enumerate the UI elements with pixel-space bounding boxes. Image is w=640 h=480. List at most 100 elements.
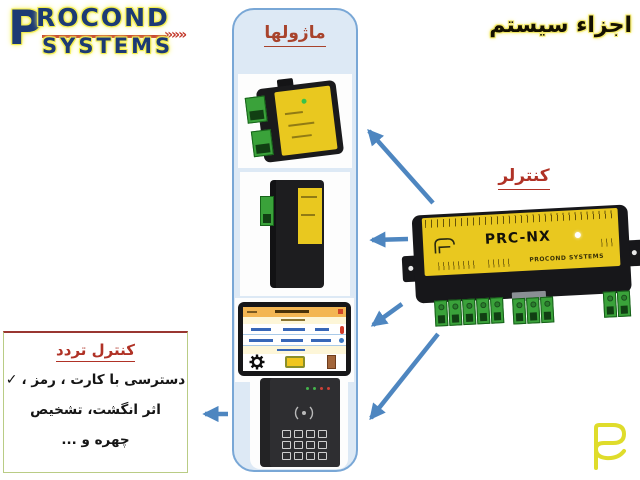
logo-arrow-line [42, 35, 166, 38]
board-print [301, 214, 315, 216]
terminal-group [512, 296, 555, 325]
table-row [243, 324, 346, 335]
keypad-key [318, 452, 327, 460]
subheader-text [281, 319, 305, 321]
status-leds [292, 387, 362, 390]
rfid-icon [294, 406, 314, 420]
controller-model: PRC-NX [484, 228, 552, 248]
controller-photo: PRC-NX PROCOND SYSTEMS [401, 190, 640, 328]
red-led [327, 387, 330, 390]
keypad-key [282, 441, 291, 449]
modules-panel: ماژولها [232, 8, 358, 472]
keypad-key [318, 441, 327, 449]
access-text: دسترسی با کارت ، رمز ، [21, 372, 186, 388]
keypad-key [294, 430, 303, 438]
keypad-key [294, 452, 303, 460]
terminal-group [434, 297, 505, 327]
door-icon [327, 355, 336, 369]
terminal-block [462, 298, 477, 326]
keypad-key [282, 452, 291, 460]
access-text: اثر انگشت، تشخیص [30, 402, 161, 418]
cell-text [249, 339, 273, 342]
procond-r-mark [593, 423, 627, 470]
terminal-group [602, 290, 632, 318]
terminal-block [616, 290, 632, 318]
logo-arrow-chevrons: »»» [164, 27, 187, 43]
access-text: چهره و ... [61, 432, 130, 448]
keypad-reader-photo [250, 376, 348, 469]
software-toolbar [243, 354, 346, 371]
port-labels [438, 260, 477, 271]
close-icon [338, 309, 343, 314]
relay-module-photo [240, 172, 350, 296]
terminal-block [602, 291, 618, 318]
thermometer-icon [340, 326, 344, 334]
connector-arrow-to-io-module [367, 128, 435, 205]
board-print [301, 196, 317, 198]
gear-icon [249, 354, 265, 370]
connector-arrow-to-software [370, 302, 404, 327]
module-board [274, 85, 338, 156]
access-control-box: کنترل تردد ✓ دسترسی با کارت ، رمز ، اثر … [3, 331, 188, 473]
card-icon [285, 356, 305, 368]
port-labels [601, 238, 616, 247]
terminal-block [434, 299, 449, 327]
din-io-module-photo [238, 74, 352, 168]
terminal-block [250, 129, 274, 158]
keypad-key [306, 452, 315, 460]
titlebar-text [275, 310, 309, 313]
terminal-block [476, 297, 491, 325]
controller-label: کنترلر [482, 166, 566, 190]
controller-top-panel: PRC-NX PROCOND SYSTEMS [421, 207, 621, 277]
table-footer-row [243, 346, 346, 354]
access-line-3: چهره و ... [4, 432, 187, 448]
terminal-block [526, 297, 541, 324]
cell-text [311, 339, 331, 342]
software-subheader [243, 317, 346, 324]
keypad-key [294, 441, 303, 449]
touch-panel-software-photo [235, 298, 354, 382]
procond-logo: P ROCOND »»» SYSTEMS [8, 4, 190, 60]
logo-line2: SYSTEMS [42, 34, 174, 58]
footer-text [277, 349, 305, 351]
software-screen [243, 307, 346, 371]
reader-front-panel [270, 378, 340, 467]
keypad-key [306, 441, 315, 449]
terminal-block [260, 196, 274, 226]
controller-brand-text: PROCOND SYSTEMS [529, 252, 605, 264]
modules-panel-title: ماژولها [234, 23, 356, 47]
cell-text [281, 339, 303, 342]
cell-text [315, 328, 329, 331]
access-box-title: کنترل تردد [4, 341, 187, 362]
checkmark-icon: ✓ [5, 372, 18, 388]
connector-arrow-to-keypad [369, 332, 440, 421]
io-module-device [241, 74, 349, 169]
power-led [574, 231, 581, 239]
software-titlebar [243, 307, 346, 317]
terminal-block [540, 296, 555, 324]
table-row [243, 335, 346, 346]
drop-icon [339, 338, 344, 343]
keypad-key [282, 430, 291, 438]
terminal-block [512, 297, 527, 325]
logo-line1: ROCOND [36, 3, 170, 32]
port-labels [487, 258, 513, 268]
procond-mark-icon [434, 238, 455, 254]
terminal-block [489, 297, 505, 324]
terminal-block [448, 299, 463, 326]
cell-text [283, 328, 305, 331]
cell-text [251, 328, 271, 331]
keypad-key [306, 430, 315, 438]
keypad-key [318, 430, 327, 438]
access-line-1: ✓ دسترسی با کارت ، رمز ، [4, 372, 187, 388]
tablet-bezel [238, 302, 351, 376]
terminal-block [244, 95, 268, 124]
logo-letter-p: P [8, 1, 43, 56]
red-led [320, 387, 323, 390]
numeric-keypad [282, 430, 327, 460]
titlebar-text [247, 311, 257, 313]
green-led [313, 387, 316, 390]
green-led [306, 387, 309, 390]
slide-title: اجزاء سیستم [489, 13, 632, 38]
